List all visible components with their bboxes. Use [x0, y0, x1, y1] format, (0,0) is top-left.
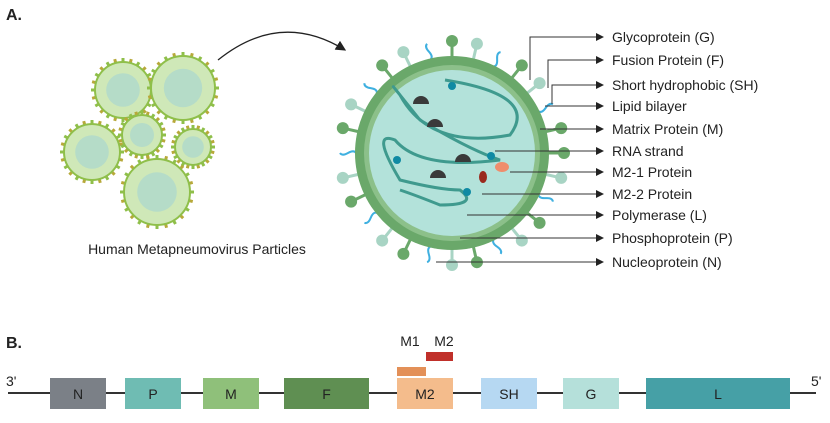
component-label: M2-2 Protein — [612, 186, 692, 202]
component-label: Matrix Protein (M) — [612, 121, 723, 137]
glycoprotein — [533, 216, 546, 229]
glycoprotein — [446, 35, 458, 47]
virus-particle — [118, 111, 166, 159]
component-label: Polymerase (L) — [612, 207, 707, 223]
sh-protein — [363, 83, 378, 94]
fusion-protein — [345, 98, 358, 111]
gene-label: M — [225, 386, 237, 402]
component-label: Fusion Protein (F) — [612, 52, 724, 68]
fusion-protein — [515, 234, 528, 247]
gene-sh: SH — [481, 378, 537, 409]
fusion-protein — [555, 171, 568, 184]
gene-f: F — [284, 378, 369, 409]
surface-glycoproteins — [336, 35, 570, 271]
sh-protein — [425, 43, 433, 61]
polymerase-phosphoprotein — [393, 82, 495, 196]
panel-a-label: A. — [6, 7, 22, 24]
m2-1-protein — [495, 162, 509, 172]
gene-label: F — [322, 386, 331, 402]
virus-particle — [147, 52, 219, 124]
leader-line — [547, 56, 604, 88]
leader-line — [529, 33, 604, 80]
component-label: Lipid bilayer — [612, 98, 687, 114]
sh-protein — [426, 245, 432, 264]
m1-orf-bar — [397, 367, 426, 376]
gene-label: N — [73, 386, 83, 402]
fusion-protein — [376, 234, 389, 247]
virus-particle — [171, 125, 215, 169]
gene-m: M — [203, 378, 259, 409]
component-label: RNA strand — [612, 143, 684, 159]
gene-l: L — [646, 378, 790, 409]
virus-particles-cluster — [60, 52, 219, 229]
fusion-protein — [446, 259, 458, 271]
virus-particle — [91, 58, 155, 122]
sh-protein — [493, 51, 501, 68]
component-label: Glycoprotein (G) — [612, 29, 715, 45]
gene-label: P — [148, 386, 157, 402]
label-leaders — [436, 33, 604, 266]
component-label: Short hydrophobic (SH) — [612, 77, 758, 93]
virus-particle — [120, 155, 194, 229]
component-labels: Glycoprotein (G) Fusion Protein (F) Short … — [612, 29, 758, 270]
sh-protein — [339, 150, 357, 156]
virion-diagram — [336, 35, 570, 271]
sh-protein — [537, 102, 554, 113]
fusion-protein — [470, 37, 483, 50]
glycoprotein — [515, 59, 528, 72]
three-prime-end: 3' — [6, 373, 16, 389]
sh-protein — [364, 211, 378, 225]
nucleoproteins — [413, 96, 471, 178]
m1-orf-label: M1 — [400, 333, 420, 349]
fusion-protein — [533, 77, 546, 90]
gene-label: L — [714, 386, 722, 402]
gene-boxes: N P M F M2 SH G L — [50, 378, 790, 409]
fusion-protein — [397, 46, 410, 59]
component-label: Phosphoprotein (P) — [612, 230, 733, 246]
m2-2-protein — [479, 171, 487, 183]
glycoprotein — [397, 247, 410, 260]
sh-protein — [537, 194, 554, 202]
glycoprotein — [336, 122, 349, 135]
gene-m2: M2 — [397, 378, 453, 409]
glycoprotein — [376, 59, 389, 72]
virion-interior — [369, 70, 535, 236]
m2-orf-label: M2 — [434, 333, 454, 349]
component-label: M2-1 Protein — [612, 164, 692, 180]
glycoprotein — [558, 147, 570, 159]
gene-label: G — [586, 386, 597, 402]
gene-label: M2 — [415, 386, 435, 402]
gene-g: G — [563, 378, 619, 409]
panel-b-label: B. — [6, 335, 22, 352]
five-prime-end: 5' — [811, 373, 821, 389]
virus-particle — [60, 120, 124, 184]
component-label: Nucleoprotein (N) — [612, 254, 722, 270]
gene-n: N — [50, 378, 106, 409]
particles-caption: Human Metapneumovirus Particles — [88, 241, 306, 257]
fusion-protein — [336, 171, 349, 184]
leader-line — [551, 81, 604, 104]
gene-label: SH — [499, 386, 518, 402]
glycoprotein — [345, 195, 358, 208]
gene-p: P — [125, 378, 181, 409]
m2-orf-bar — [426, 352, 453, 361]
glycoprotein — [555, 122, 568, 135]
sh-protein — [492, 238, 503, 255]
zoom-arrow — [217, 31, 347, 61]
